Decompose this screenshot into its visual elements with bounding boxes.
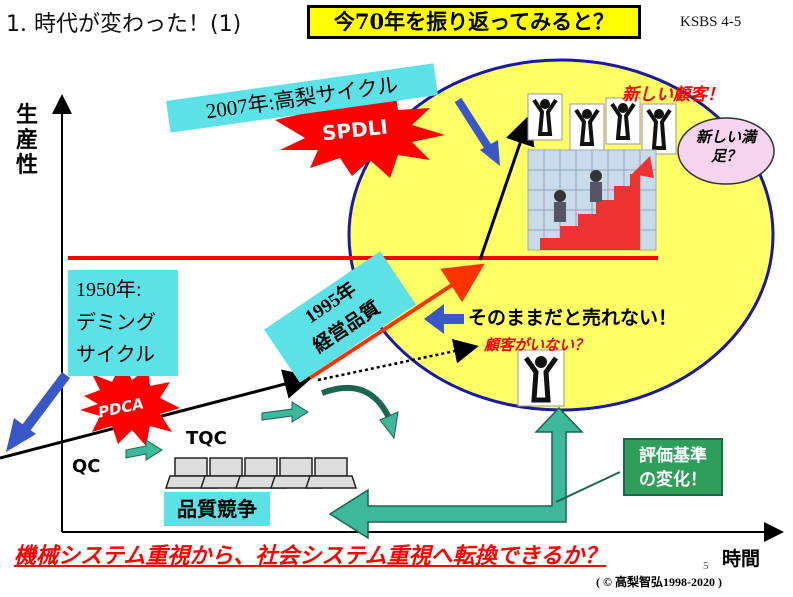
tqc-label: TQC <box>186 428 227 449</box>
slide-title: 1. 時代が変わった！(1) <box>6 12 242 37</box>
page-number: 5 <box>703 560 709 572</box>
cycle-1950-name1: デミング <box>76 310 156 334</box>
callout-line <box>555 471 621 503</box>
cycle-1950-year: 1950年: <box>76 279 142 301</box>
criteria-change-box: 評価基準 の変化！ <box>623 438 723 496</box>
pdca-burst <box>80 362 180 446</box>
new-satisfaction-label: 新しい満足？ <box>690 128 762 166</box>
criteria-change-line2: の変化！ <box>639 470 707 490</box>
new-satisfaction-text: 新しい満足？ <box>695 128 756 165</box>
slogan: 機械システム重視から、社会システム重視へ転換できるか？ <box>14 544 607 569</box>
growth-illustration <box>527 149 657 251</box>
highlight-pre: 今 <box>333 10 355 34</box>
blue-arrow-cannot-sell <box>424 304 464 334</box>
teal-curve-arrow <box>320 384 393 422</box>
teal-arrow-2 <box>261 401 309 423</box>
qc-label: QC <box>72 456 101 477</box>
new-customer-label: 新しい顧客！ <box>622 85 724 105</box>
copyright: ( © 高梨智弘1998-2020 ) <box>596 575 722 589</box>
dotted-line <box>317 338 479 382</box>
growth-line-red <box>308 263 485 380</box>
blue-arrow-left <box>6 371 70 452</box>
growth-line-2 <box>478 114 535 261</box>
y-axis-label: 生産性 <box>15 103 38 178</box>
slide-code: KSBS 4-5 <box>680 14 742 30</box>
teal-arrow-1 <box>125 439 163 461</box>
laptop-row <box>164 457 358 489</box>
highlight-box: 今70年を振り返ってみると？ <box>307 5 641 39</box>
teal-curve-head <box>379 411 399 440</box>
new-satisfaction-bubble <box>677 117 775 185</box>
no-customer-label: 顧客がいない？ <box>484 336 590 354</box>
cycle-1950-name2: サイクル <box>76 342 155 366</box>
cycle-1950-box: 1950年: デミング サイクル <box>68 270 178 376</box>
cannot-sell-label: そのままだと売れない！ <box>468 307 678 329</box>
x-axis-label: 時間 <box>722 548 761 570</box>
highlight-post: 年を振り返ってみると？ <box>384 10 615 34</box>
teal-l-arrow <box>328 406 584 540</box>
criteria-change-line1: 評価基準 <box>639 446 707 466</box>
people-icons <box>517 93 677 407</box>
quality-competition-box: 品質競争 <box>164 492 270 526</box>
blue-arrow-2007 <box>454 97 500 166</box>
highlight-num: 70 <box>354 9 385 34</box>
